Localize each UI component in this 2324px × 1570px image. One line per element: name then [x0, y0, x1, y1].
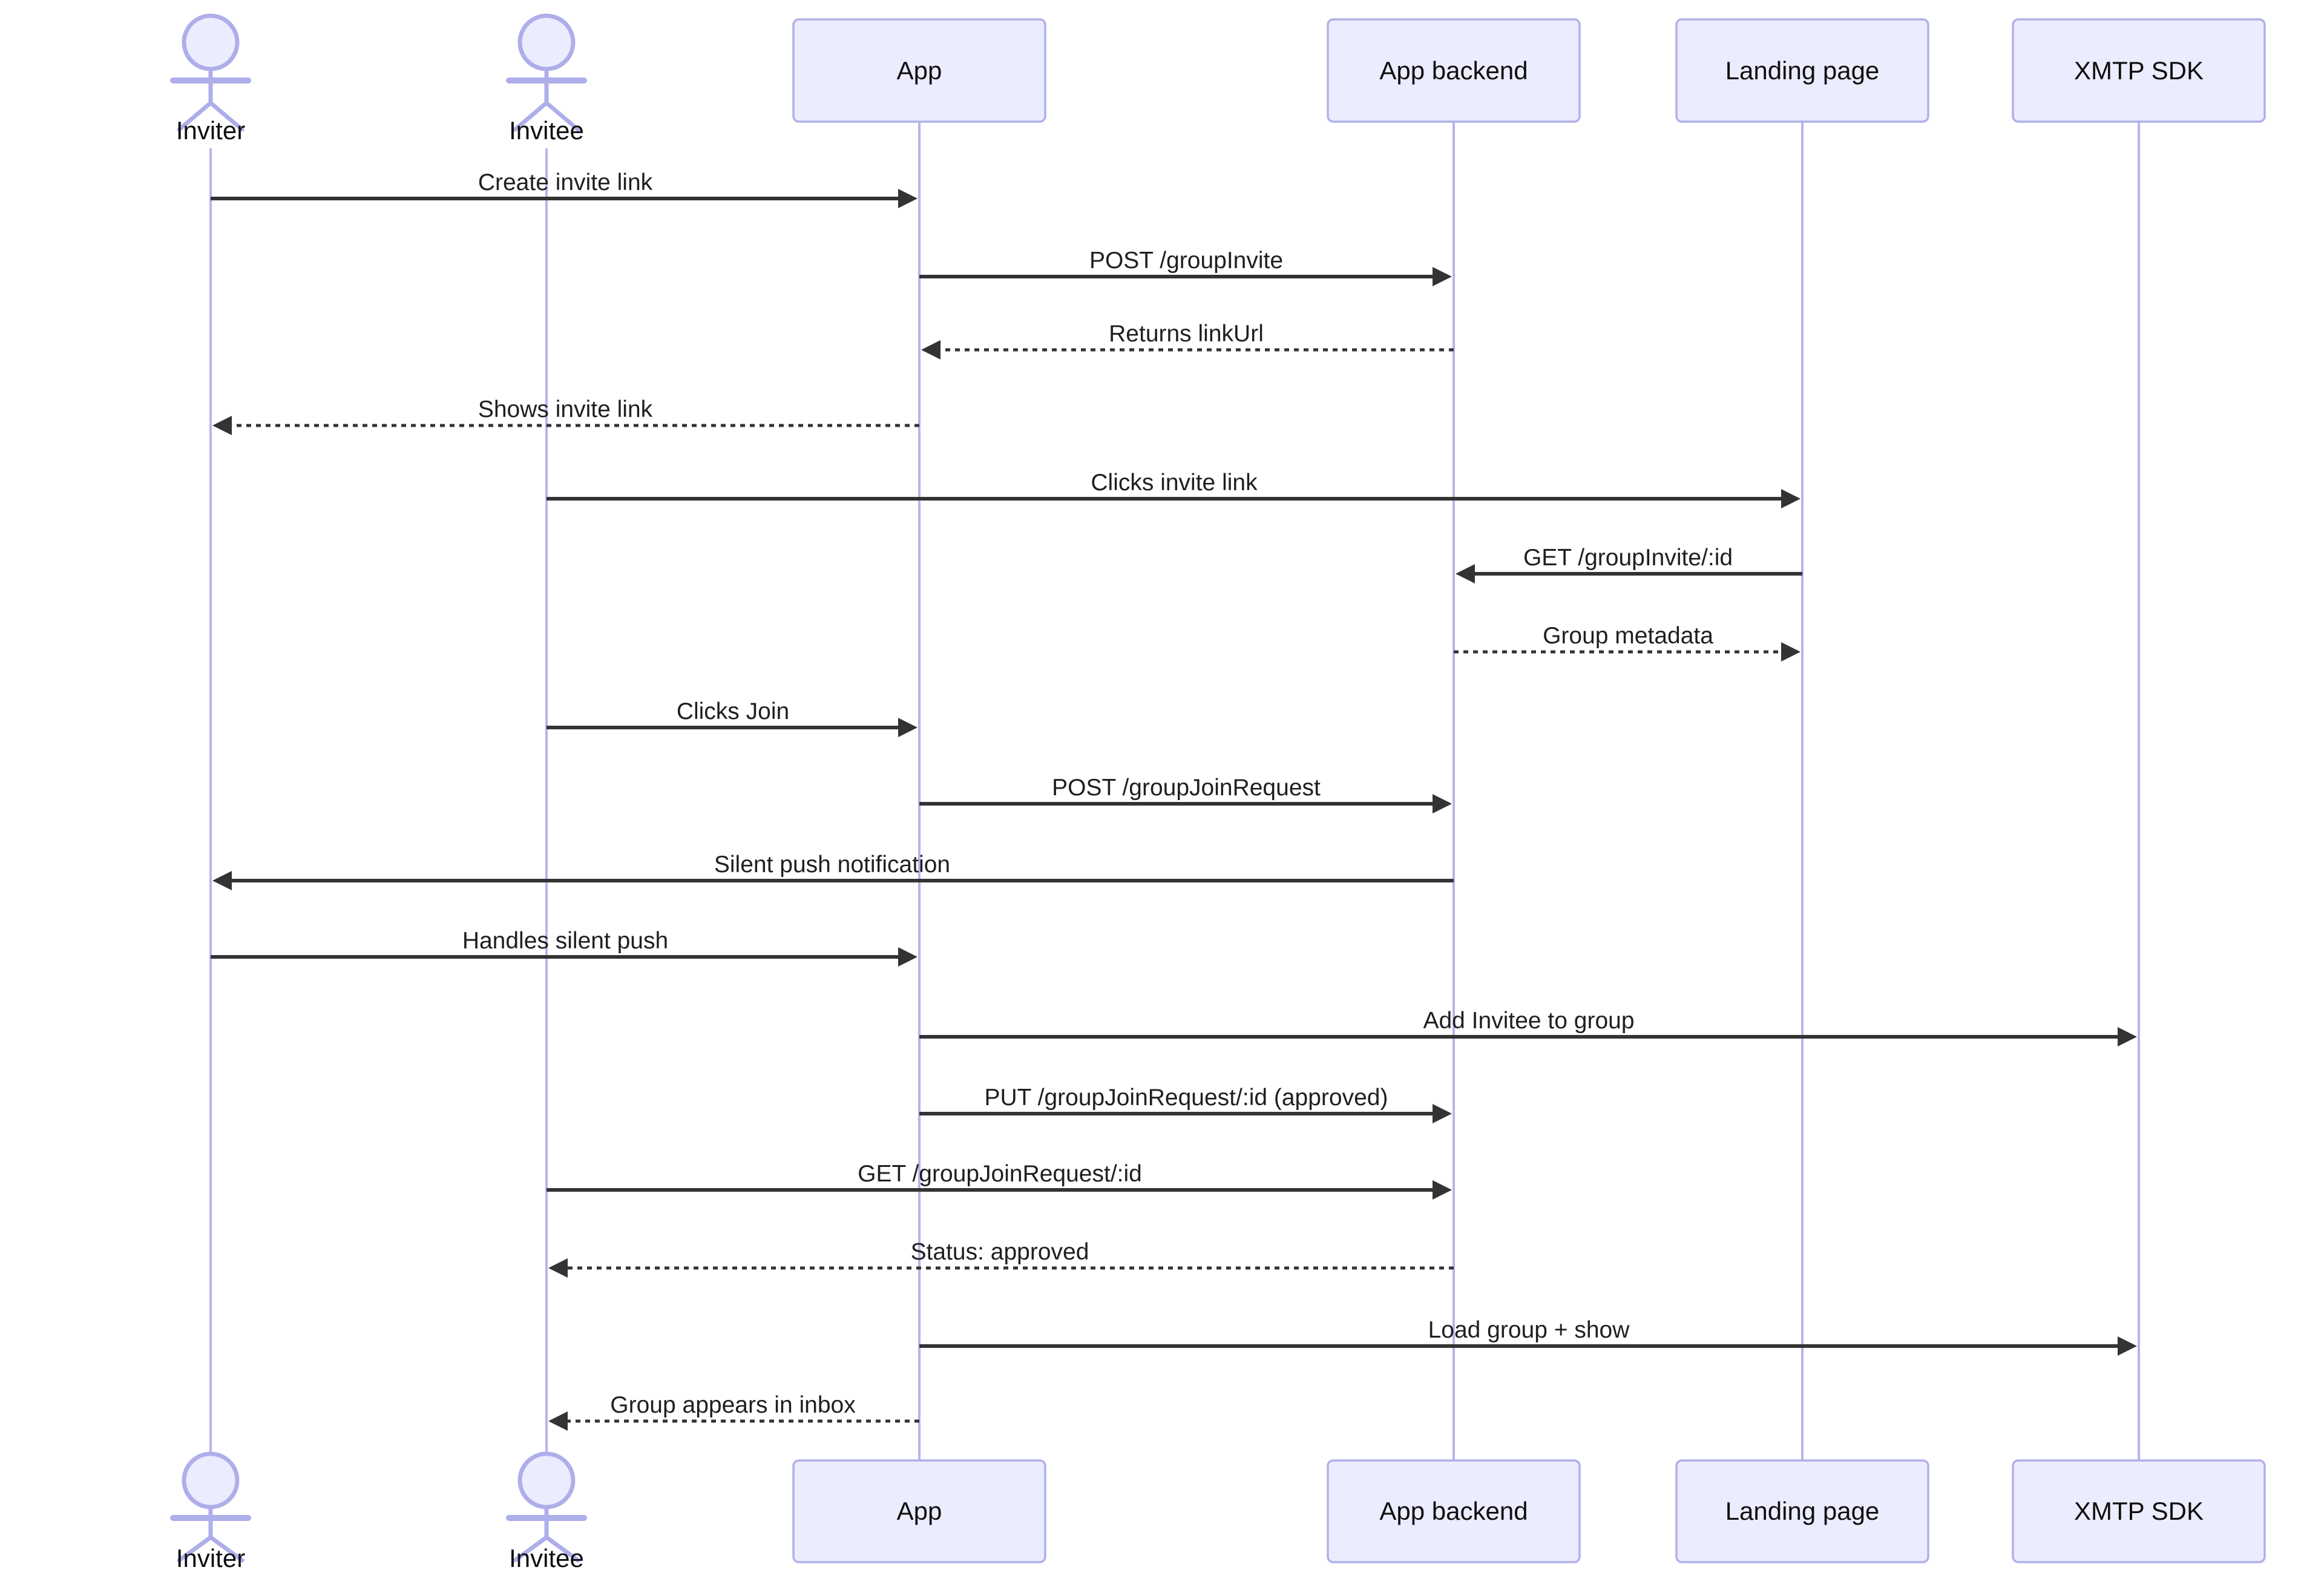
arrowhead-icon	[548, 1411, 568, 1431]
participant-landing-page-top: Landing page	[1675, 18, 1929, 123]
participant-box	[2012, 18, 2266, 123]
message-shows-invite-link: Shows invite link	[212, 396, 919, 435]
actor-head-icon	[517, 13, 576, 71]
participant-label: Landing page	[1725, 1497, 1880, 1525]
message-get-groupinvite-id: GET /groupInvite/:id	[1456, 545, 1802, 583]
message-silent-push-notification: Silent push notification	[212, 852, 1454, 890]
arrowhead-icon	[548, 1258, 568, 1278]
message-label: POST /groupInvite	[1089, 248, 1283, 274]
message-get-groupjoinrequest-id: GET /groupJoinRequest/:id	[547, 1161, 1452, 1200]
participant-label: App	[897, 1497, 942, 1525]
actor-inviter-top: Inviter	[170, 13, 251, 145]
actor-leg-icon	[544, 1535, 580, 1563]
participant-box	[792, 1459, 1046, 1563]
actor-label: Inviter	[176, 116, 245, 145]
message-label: Returns linkUrl	[1109, 321, 1264, 347]
participant-label: XMTP SDK	[2074, 56, 2204, 85]
participant-landing-page-bottom: Landing page	[1675, 1459, 1929, 1563]
participant-label: App	[897, 56, 942, 85]
message-create-invite-link: Create invite link	[211, 169, 917, 208]
actor-invitee-bottom: Invitee	[506, 1451, 587, 1570]
arrowhead-icon	[2118, 1336, 2137, 1356]
message-label: Group appears in inbox	[610, 1392, 856, 1418]
message-label: Clicks invite link	[1091, 470, 1258, 496]
participant-box	[1327, 1459, 1581, 1563]
message-label: Add Invitee to group	[1423, 1008, 1634, 1034]
actor-head-icon	[517, 1451, 576, 1509]
message-clicks-join: Clicks Join	[547, 698, 917, 737]
message-load-group-show: Load group + show	[919, 1317, 2137, 1356]
actor-leg-icon	[208, 100, 245, 132]
participant-app-bottom: App	[792, 1459, 1046, 1563]
lifelines	[209, 122, 2140, 1460]
actor-inviter-bottom: Inviter	[170, 1451, 251, 1570]
arrowhead-icon	[1456, 564, 1475, 583]
actor-head-icon	[182, 13, 240, 71]
message-status-approved: Status: approved	[548, 1239, 1454, 1278]
arrowhead-icon	[1433, 794, 1452, 813]
participant-app-top: App	[792, 18, 1046, 123]
arrowhead-icon	[898, 718, 917, 737]
arrowhead-icon	[898, 189, 917, 208]
arrowhead-icon	[2118, 1027, 2137, 1046]
actor-leg-icon	[544, 100, 580, 132]
actor-leg-icon	[177, 1535, 213, 1563]
participant-label: App backend	[1379, 56, 1528, 85]
participant-xmtp-sdk-bottom: XMTP SDK	[2012, 1459, 2266, 1563]
participant-app-backend-top: App backend	[1327, 18, 1581, 123]
message-label: Clicks Join	[677, 698, 789, 724]
participant-box	[1675, 1459, 1929, 1563]
actor-leg-icon	[513, 1535, 549, 1563]
message-label: POST /groupJoinRequest	[1052, 775, 1321, 801]
arrowhead-icon	[1781, 642, 1800, 662]
message-label: Handles silent push	[462, 928, 668, 954]
message-post-groupinvite: POST /groupInvite	[919, 248, 1452, 286]
message-label: GET /groupJoinRequest/:id	[858, 1161, 1142, 1187]
arrowhead-icon	[1781, 489, 1800, 508]
participant-box	[792, 18, 1046, 123]
arrowhead-icon	[1433, 1180, 1452, 1200]
arrowhead-icon	[1433, 1104, 1452, 1123]
arrowhead-icon	[921, 340, 940, 360]
message-put-groupjoinrequest-approved: PUT /groupJoinRequest/:id (approved)	[919, 1085, 1452, 1123]
actor-label: Invitee	[509, 116, 584, 145]
participant-label: XMTP SDK	[2074, 1497, 2204, 1525]
arrowhead-icon	[212, 871, 232, 890]
message-label: Shows invite link	[478, 396, 653, 422]
message-label: Group metadata	[1543, 623, 1713, 649]
actor-head-icon	[182, 1451, 240, 1509]
arrowhead-icon	[1433, 267, 1452, 286]
participant-app-backend-bottom: App backend	[1327, 1459, 1581, 1563]
participant-box	[1327, 18, 1581, 123]
actor-label: Invitee	[509, 1544, 584, 1570]
participant-label: App backend	[1379, 1497, 1528, 1525]
message-group-metadata: Group metadata	[1454, 623, 1800, 662]
arrowhead-icon	[212, 416, 232, 435]
message-label: GET /groupInvite/:id	[1523, 545, 1733, 571]
message-label: Create invite link	[478, 169, 653, 195]
message-label: Status: approved	[911, 1239, 1089, 1265]
actor-leg-icon	[177, 100, 213, 132]
message-handles-silent-push: Handles silent push	[211, 928, 917, 967]
message-add-invitee-to-group: Add Invitee to group	[919, 1008, 2137, 1046]
actor-leg-icon	[208, 1535, 245, 1563]
message-label: Silent push notification	[714, 852, 950, 878]
participant-xmtp-sdk-top: XMTP SDK	[2012, 18, 2266, 123]
message-returns-linkurl: Returns linkUrl	[921, 321, 1454, 360]
actor-leg-icon	[513, 100, 549, 132]
message-group-appears-in-inbox: Group appears in inbox	[548, 1392, 919, 1431]
message-label: PUT /groupJoinRequest/:id (approved)	[985, 1085, 1388, 1111]
actor-invitee-top: Invitee	[506, 13, 587, 145]
participant-box	[1675, 18, 1929, 123]
participant-label: Landing page	[1725, 56, 1880, 85]
participant-box	[2012, 1459, 2266, 1563]
message-clicks-invite-link: Clicks invite link	[547, 470, 1800, 508]
arrowhead-icon	[898, 947, 917, 967]
message-label: Load group + show	[1428, 1317, 1630, 1343]
actor-label: Inviter	[176, 1544, 245, 1570]
message-post-groupjoinrequest: POST /groupJoinRequest	[919, 775, 1452, 813]
